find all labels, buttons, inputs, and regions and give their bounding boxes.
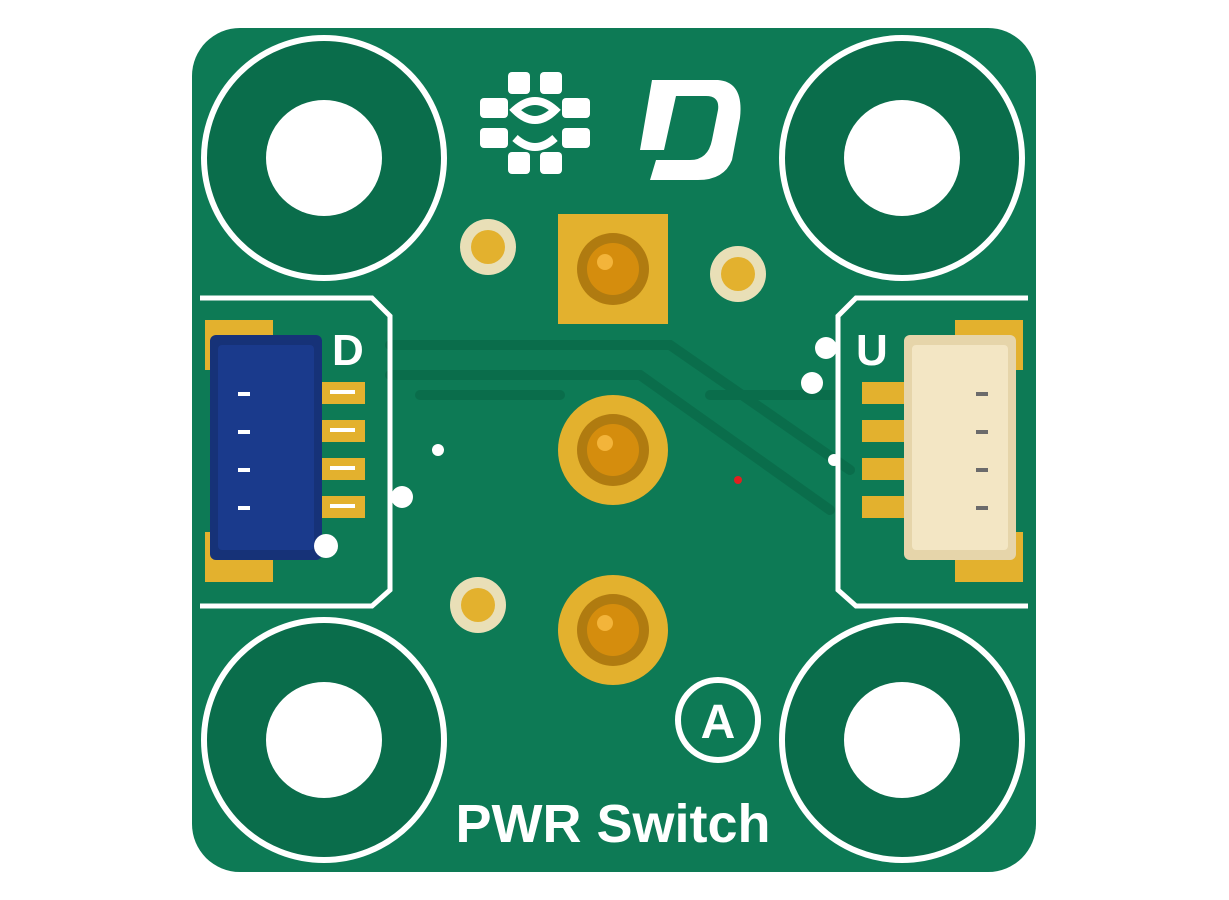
switch-pad-middle bbox=[558, 395, 668, 505]
connector-left-label: D bbox=[332, 326, 364, 375]
mount-hole-bottom-right bbox=[779, 617, 1025, 863]
d-logo-icon bbox=[640, 80, 741, 180]
circuit-logo-icon bbox=[480, 72, 590, 174]
left-connector-pad-marks bbox=[330, 390, 355, 508]
right-connector-housing bbox=[904, 335, 1016, 560]
mount-hole-top-right bbox=[779, 35, 1025, 281]
switch-pad-bottom bbox=[558, 575, 668, 685]
connector-right-label: U bbox=[856, 326, 888, 375]
revision-letter: A bbox=[701, 696, 736, 749]
board-title: PWR Switch bbox=[455, 794, 770, 854]
left-connector-housing bbox=[210, 335, 322, 560]
via-pads bbox=[391, 219, 840, 633]
copper-traces bbox=[385, 340, 855, 515]
right-connector-outline bbox=[835, 295, 1028, 609]
mount-hole-bottom-left bbox=[201, 617, 447, 863]
mount-hole-top-left bbox=[201, 35, 447, 281]
left-connector-outline bbox=[200, 295, 393, 609]
revision-badge: A bbox=[675, 677, 761, 763]
